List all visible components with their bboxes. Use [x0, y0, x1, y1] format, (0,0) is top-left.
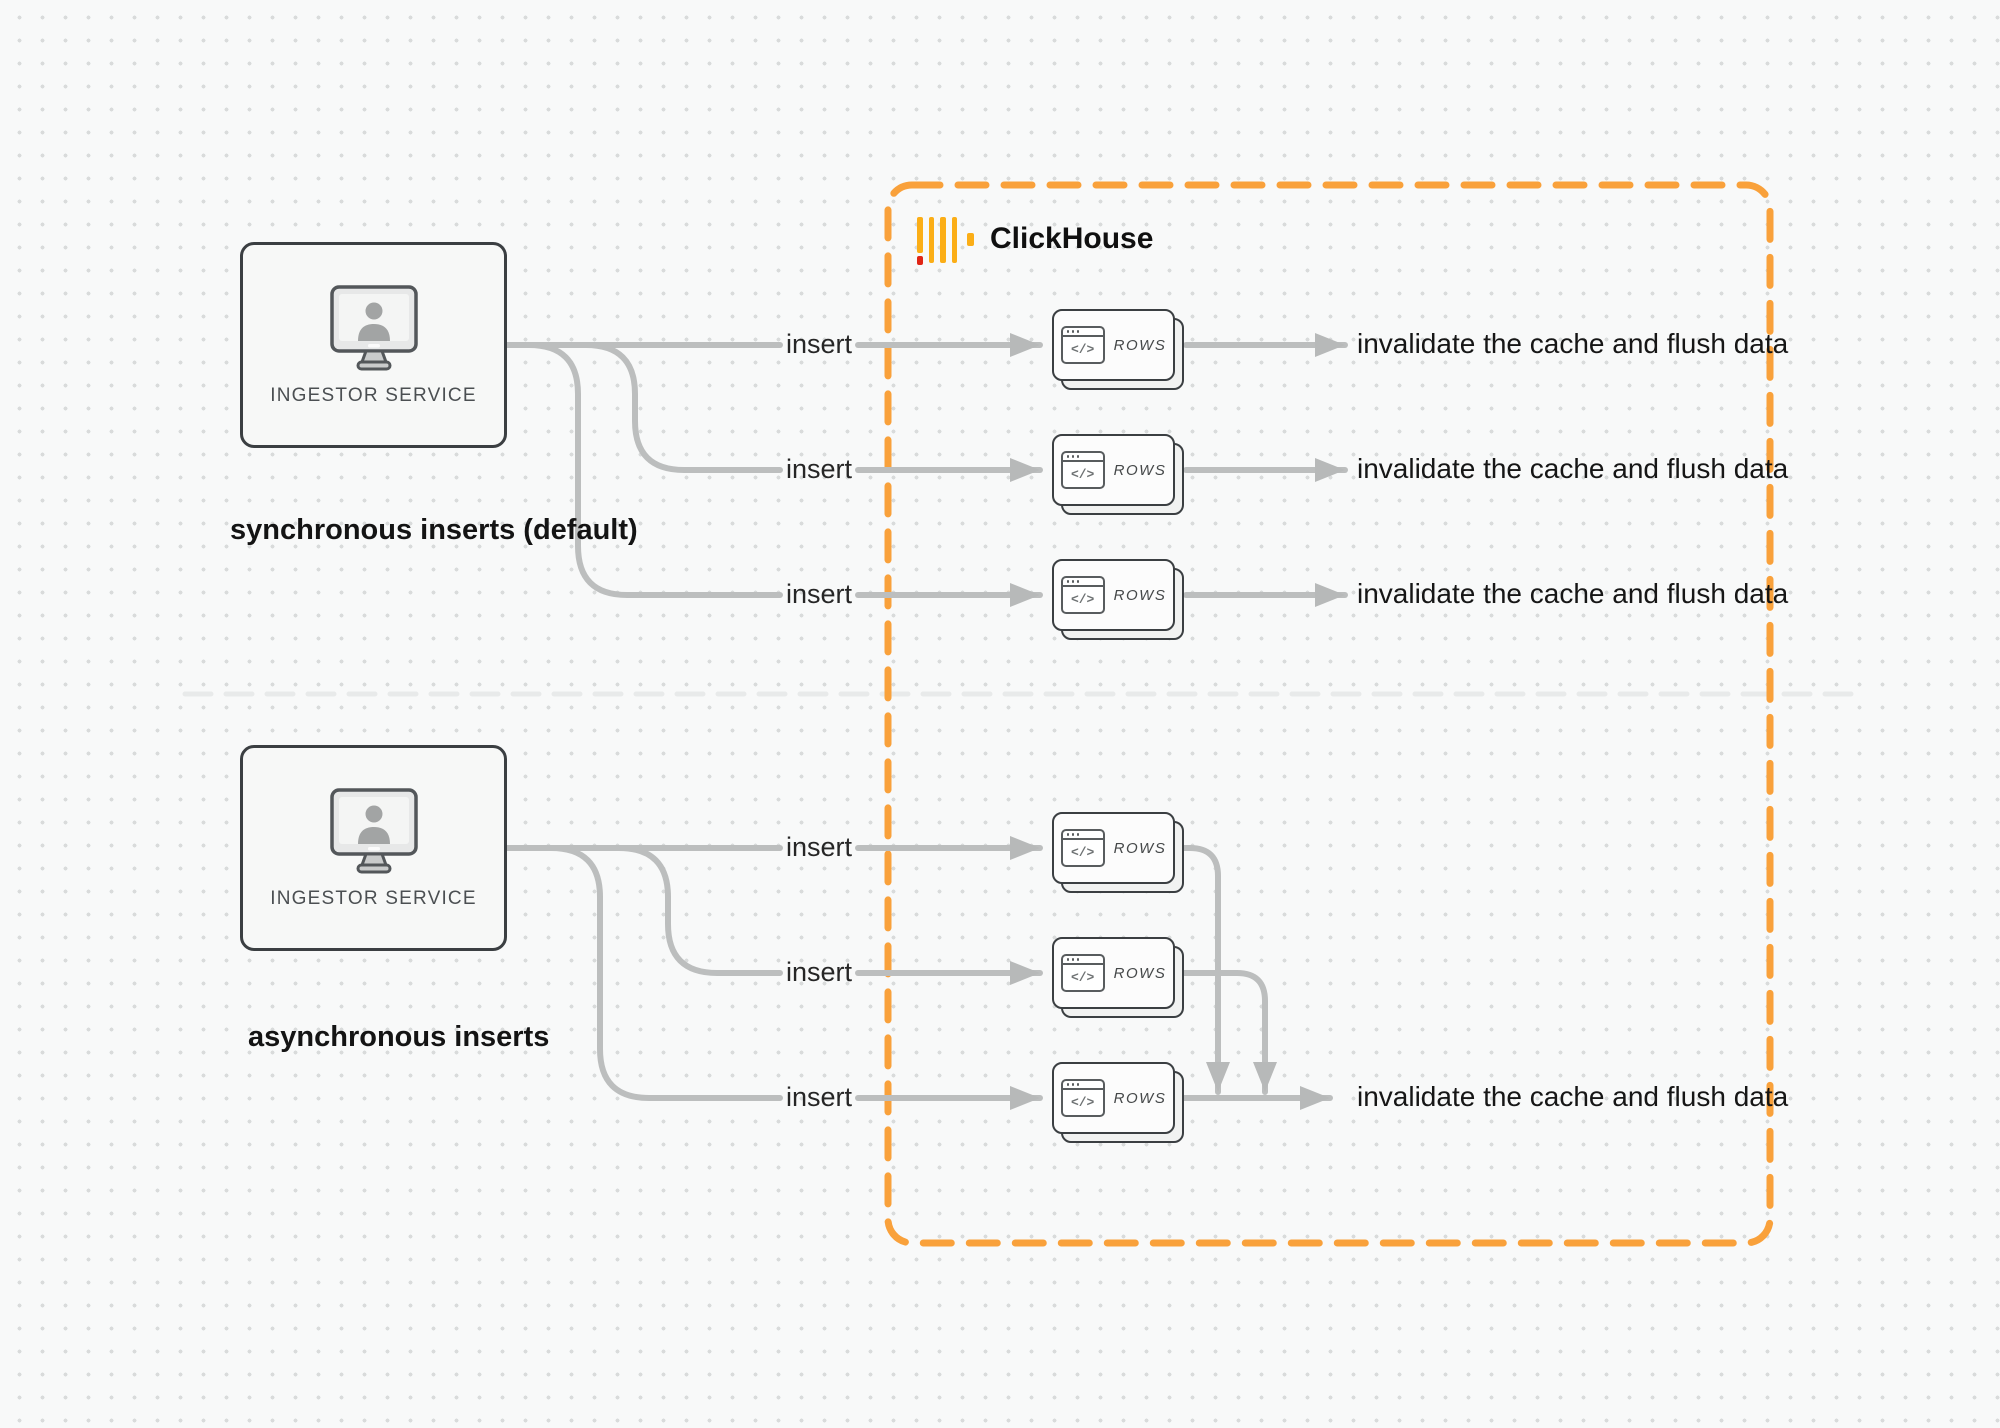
user-workstation-icon: [329, 788, 418, 874]
rows-node: </> ROWS: [1052, 812, 1184, 893]
code-window-icon: </>: [1060, 451, 1105, 489]
rows-node-label: ROWS: [1113, 839, 1167, 857]
async-section-caption: asynchronous inserts: [248, 1021, 550, 1053]
code-window-icon: </>: [1060, 1079, 1105, 1117]
result-label: invalidate the cache and flush data: [1357, 578, 1789, 609]
rows-node: </> ROWS: [1052, 434, 1184, 515]
clickhouse-bars-icon: [917, 216, 977, 265]
rows-node: </> ROWS: [1052, 559, 1184, 640]
insert-label: insert: [785, 957, 853, 987]
ingestor-service-box-sync: INGESTOR SERVICE: [240, 242, 507, 448]
rows-node: </> ROWS: [1052, 309, 1184, 390]
rows-node: </> ROWS: [1052, 1062, 1184, 1143]
result-label: invalidate the cache and flush data: [1357, 1081, 1789, 1112]
rows-node-label: ROWS: [1113, 964, 1167, 982]
code-window-icon: </>: [1060, 954, 1105, 992]
sync-section-caption: synchronous inserts (default): [230, 514, 638, 546]
code-window-icon: </>: [1060, 576, 1105, 614]
rows-node-label: ROWS: [1113, 336, 1167, 354]
clickhouse-logo: [917, 216, 977, 265]
clickhouse-brand-name: ClickHouse: [990, 222, 1154, 255]
ingestor-service-label: INGESTOR SERVICE: [270, 888, 477, 909]
clickhouse-boundary: [884, 181, 1774, 1247]
code-window-icon: </>: [1060, 829, 1105, 867]
result-label: invalidate the cache and flush data: [1357, 328, 1789, 359]
insert-label: insert: [785, 1082, 853, 1112]
rows-node: </> ROWS: [1052, 937, 1184, 1018]
result-label: invalidate the cache and flush data: [1357, 453, 1789, 484]
user-workstation-icon: [329, 285, 418, 371]
rows-node-label: ROWS: [1113, 1089, 1167, 1107]
ingestor-service-box-async: INGESTOR SERVICE: [240, 745, 507, 951]
rows-node-label: ROWS: [1113, 586, 1167, 604]
insert-label: insert: [785, 329, 853, 359]
code-window-icon: </>: [1060, 326, 1105, 364]
ingestor-service-label: INGESTOR SERVICE: [270, 385, 477, 406]
rows-node-label: ROWS: [1113, 461, 1167, 479]
insert-label: insert: [785, 579, 853, 609]
insert-label: insert: [785, 454, 853, 484]
insert-label: insert: [785, 832, 853, 862]
